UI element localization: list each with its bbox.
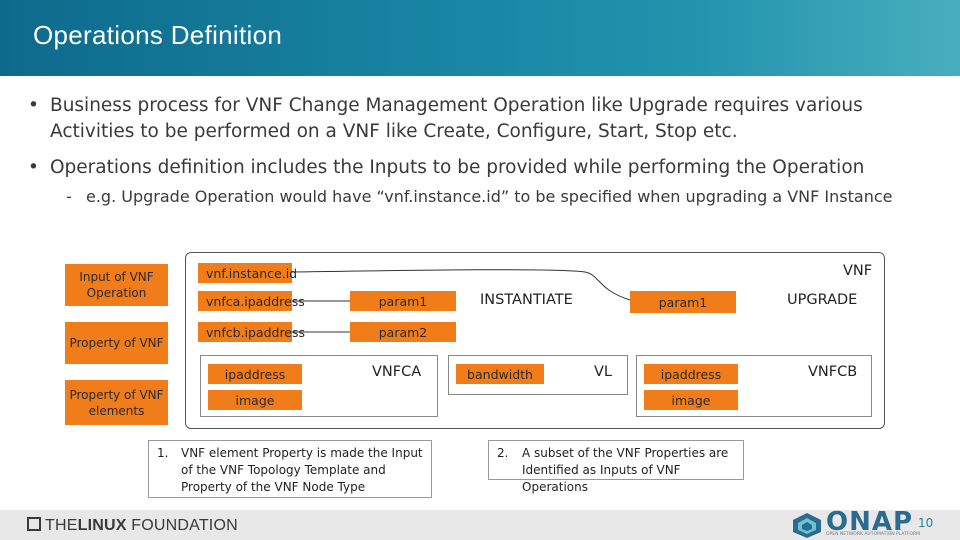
instantiate-param2: param2: [350, 322, 456, 342]
upgrade-param1: param1: [630, 291, 736, 313]
note-1: 1. VNF element Property is made the Inpu…: [148, 440, 432, 498]
sub-bullet: - e.g. Upgrade Operation would have “vnf…: [66, 187, 946, 206]
upgrade-label: UPGRADE: [787, 292, 858, 308]
upgrade-param1-text: param1: [658, 294, 708, 310]
vnfca-ipaddress-property: ipaddress: [208, 364, 302, 384]
vnfcb-ipaddress-property: ipaddress: [644, 364, 738, 384]
legend-label: Property of VNF elements: [69, 387, 164, 418]
vl-box: [448, 355, 628, 395]
vnfcb-ipaddress-input: vnfcb.ipaddress: [198, 322, 305, 342]
vnfca-ipaddress-input: vnfca.ipaddress: [198, 291, 305, 311]
vnf-label: VNF: [843, 263, 873, 279]
title-bar-shade: [700, 0, 960, 76]
bullet-dot: •: [28, 157, 39, 178]
vnfca-ipaddress-text: vnfca.ipaddress: [206, 293, 305, 309]
page-number: 10: [918, 516, 934, 530]
logo-text-prefix: THE: [45, 517, 78, 534]
vnf-frame: [185, 252, 885, 429]
note-2-number: 2.: [497, 446, 509, 460]
vl-bandwidth-property: bandwidth: [456, 364, 544, 384]
note-2-text: A subset of the VNF Properties are Ident…: [522, 446, 729, 494]
note-1-text: VNF element Property is made the Input o…: [181, 446, 423, 494]
vnfca-box: [200, 355, 438, 417]
vnfcb-box: [636, 355, 872, 417]
sub-bullet-dash: -: [66, 187, 72, 206]
logo-text-bold: LINUX: [77, 517, 127, 534]
vl-label: VL: [594, 364, 612, 380]
bullet-2: • Operations definition includes the Inp…: [28, 155, 930, 181]
bullet-dot: •: [28, 95, 39, 116]
vnfca-ipaddress-property-text: ipaddress: [224, 366, 286, 382]
logo-text-suffix: FOUNDATION: [126, 517, 238, 534]
vnfcb-label: VNFCB: [808, 364, 858, 380]
linux-foundation-logo: THELINUX FOUNDATION: [27, 517, 238, 535]
instantiate-label: INSTANTIATE: [480, 292, 573, 308]
vnfca-label: VNFCA: [372, 364, 422, 380]
onap-logo-subtitle: OPEN NETWORK AUTOMATION PLATFORM: [826, 532, 920, 537]
vnfcb-ipaddress-text: vnfcb.ipaddress: [206, 324, 306, 340]
linux-foundation-mark-icon: [27, 517, 41, 531]
vnf-instance-id-input: vnf.instance.id: [198, 263, 297, 283]
vnfcb-ipaddress-property-text: ipaddress: [660, 366, 722, 382]
bullet-1: • Business process for VNF Change Manage…: [28, 93, 930, 145]
bullet-1-line-1: Business process for VNF Change Manageme…: [50, 95, 863, 116]
legend-label: Property of VNF: [69, 336, 164, 350]
vnf-instance-id-text: vnf.instance.id: [206, 265, 298, 281]
instantiate-param1: param1: [350, 291, 456, 311]
title-bar: Operations Definition: [0, 0, 960, 76]
vnfca-image-property: image: [208, 390, 302, 410]
slide-title: Operations Definition: [33, 20, 283, 50]
vnfcb-image-property: image: [644, 390, 738, 410]
bullet-2-line-1: Operations definition includes the Input…: [50, 157, 865, 178]
instantiate-param1-text: param1: [378, 293, 428, 309]
note-1-number: 1.: [157, 446, 169, 460]
bullet-1-line-2: Activities to be performed on a VNF like…: [50, 121, 738, 142]
instantiate-param2-text: param2: [378, 324, 428, 340]
vl-bandwidth-property-text: bandwidth: [467, 366, 533, 382]
note-2: 2. A subset of the VNF Properties are Id…: [488, 440, 744, 494]
legend-property-of-vnf-elements: Property of VNF elements: [65, 380, 168, 425]
legend-input-of-vnf-operation: Input of VNF Operation: [65, 264, 168, 306]
onap-logo-icon: [793, 513, 821, 538]
vnfcb-image-property-text: image: [671, 392, 711, 408]
vnfca-image-property-text: image: [235, 392, 275, 408]
legend-property-of-vnf: Property of VNF: [65, 322, 168, 364]
sub-bullet-text: e.g. Upgrade Operation would have “vnf.i…: [86, 187, 893, 206]
onap-logo-text: ONAP: [826, 507, 914, 537]
legend-label: Input of VNF Operation: [79, 270, 154, 300]
